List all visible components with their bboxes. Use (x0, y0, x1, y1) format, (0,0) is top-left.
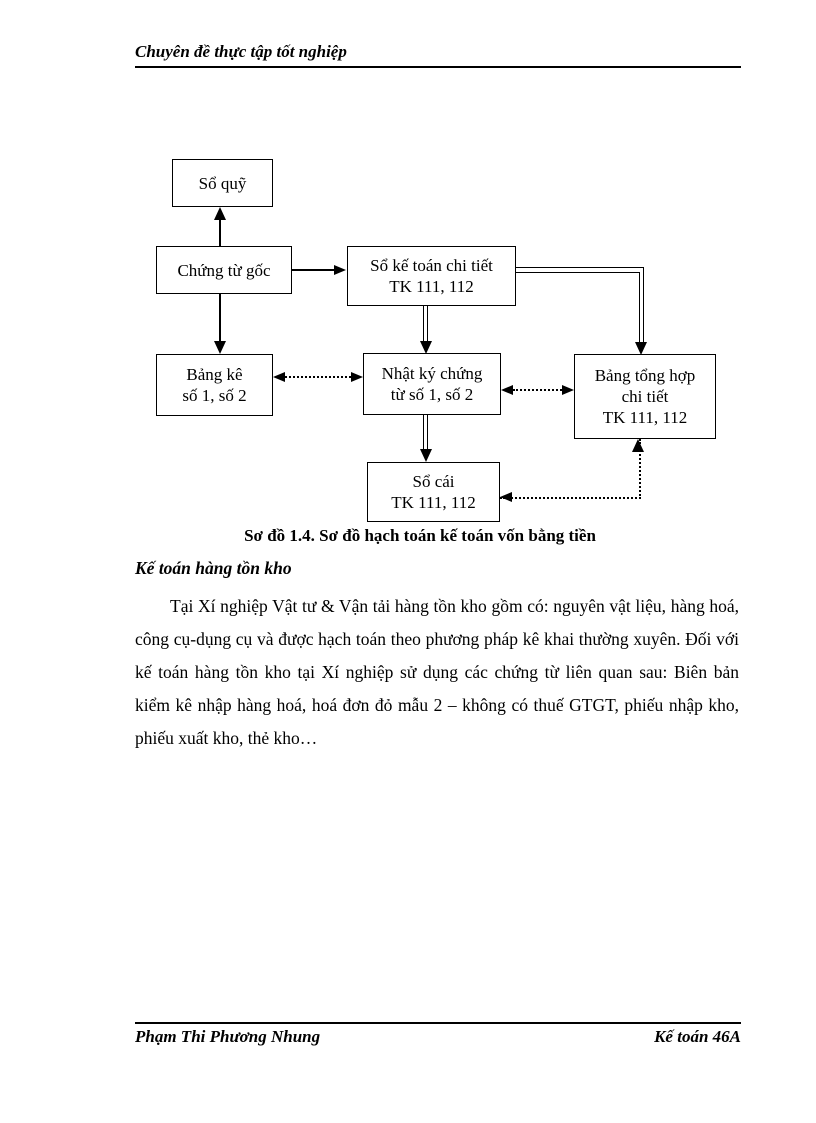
arrowhead-down-icon (635, 342, 647, 355)
box-label: từ số 1, số 2 (390, 385, 474, 404)
arrowhead-up-icon (632, 439, 644, 452)
footer-author: Phạm Thi Phương Nhung (135, 1027, 321, 1046)
arrow-line-down-icon (219, 294, 221, 342)
box-label: TK 111, 112 (602, 408, 688, 427)
arrow-line-right-icon (292, 269, 336, 271)
box-label: Bảng tổng hợp (594, 366, 696, 385)
flowchart-box-nhat-ky-chung-tu: Nhật ký chứng từ số 1, số 2 (363, 353, 501, 415)
arrowhead-right-icon (351, 372, 363, 382)
footer-class: Kế toán 46A (654, 1027, 741, 1046)
double-line-elbow-icon (516, 271, 640, 344)
box-label: TK 111, 112 (389, 277, 474, 296)
flowchart-box-bang-ke: Bảng kê số 1, số 2 (156, 354, 273, 416)
flowchart-box-so-cai: Sổ cái TK 111, 112 (367, 462, 500, 522)
dotted-line-icon (285, 376, 351, 378)
arrowhead-left-icon (500, 492, 512, 502)
box-label: Sổ kế toán chi tiết (370, 256, 493, 275)
flowchart-box-chung-tu-goc: Chứng từ gốc (156, 246, 292, 294)
arrowhead-up-icon (214, 207, 226, 220)
box-label: Sổ quỹ (198, 173, 247, 193)
double-line-down-icon (423, 415, 428, 449)
box-label: Chứng từ gốc (177, 260, 271, 280)
arrowhead-down-icon (420, 449, 432, 462)
box-label: Nhật ký chứng (381, 364, 483, 383)
double-line-elbow-icon (516, 267, 644, 344)
flowchart-box-so-quy: Sổ quỹ (172, 159, 273, 207)
box-label: chi tiết (621, 387, 669, 406)
flowchart-box-so-ke-toan-chi-tiet: Sổ kế toán chi tiết TK 111, 112 (347, 246, 516, 306)
arrow-line-up-icon (219, 218, 221, 246)
arrowhead-left-icon (273, 372, 285, 382)
dotted-line-icon (513, 389, 562, 391)
box-label: Sổ cái (412, 472, 455, 491)
arrowhead-down-icon (420, 341, 432, 354)
page-footer: Phạm Thi Phương Nhung Kế toán 46A (135, 1027, 741, 1047)
header-rule (135, 66, 741, 68)
arrowhead-right-icon (334, 265, 346, 275)
box-label: TK 111, 112 (391, 493, 476, 512)
body-paragraph: Tại Xí nghiệp Vật tư & Vận tải hàng tồn … (135, 596, 739, 748)
footer-rule (135, 1022, 741, 1024)
box-label: Bảng kê (186, 365, 243, 384)
arrowhead-down-icon (214, 341, 226, 354)
dotted-elbow-line-icon (500, 439, 641, 499)
arrowhead-right-icon (562, 385, 574, 395)
diagram-caption: Sơ đồ 1.4. Sơ đồ hạch toán kế toán vốn b… (244, 526, 596, 545)
flowchart-box-bang-tong-hop: Bảng tổng hợp chi tiết TK 111, 112 (574, 354, 716, 439)
box-label: số 1, số 2 (182, 386, 247, 405)
arrowhead-left-icon (501, 385, 513, 395)
section-heading: Kế toán hàng tồn kho (135, 558, 292, 578)
page-header-title: Chuyên đề thực tập tốt nghiệp (135, 42, 347, 61)
double-line-down-icon (423, 306, 428, 341)
